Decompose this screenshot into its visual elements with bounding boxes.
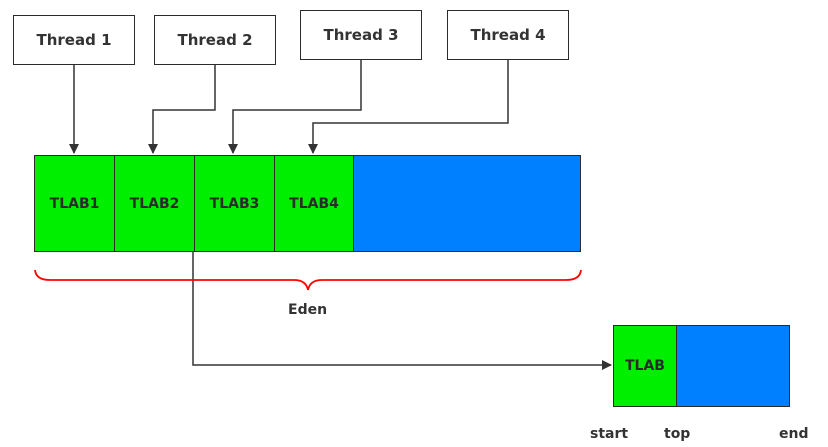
eden-free-space [352,155,581,252]
top-label: top [664,426,691,442]
eden-label: Eden [288,302,328,318]
thread-2-arrow [148,65,216,154]
thread-4-arrow [308,60,509,154]
tlab3-block: TLAB3 [194,155,275,252]
thread-1-box: Thread 1 [13,15,135,65]
eden-brace [34,269,582,291]
tlab4-block: TLAB4 [274,155,354,252]
thread-3-box: Thread 3 [300,10,422,60]
tlab3-detail-arrow [192,252,612,370]
tlab1-block: TLAB1 [34,155,115,252]
detail-tlab-block: TLAB [613,325,677,407]
start-label: start [590,426,629,442]
thread-2-box: Thread 2 [154,15,276,65]
thread-4-box: Thread 4 [447,10,569,60]
end-label: end [779,426,809,442]
thread-3-arrow [228,60,362,154]
detail-free-space [676,325,790,407]
